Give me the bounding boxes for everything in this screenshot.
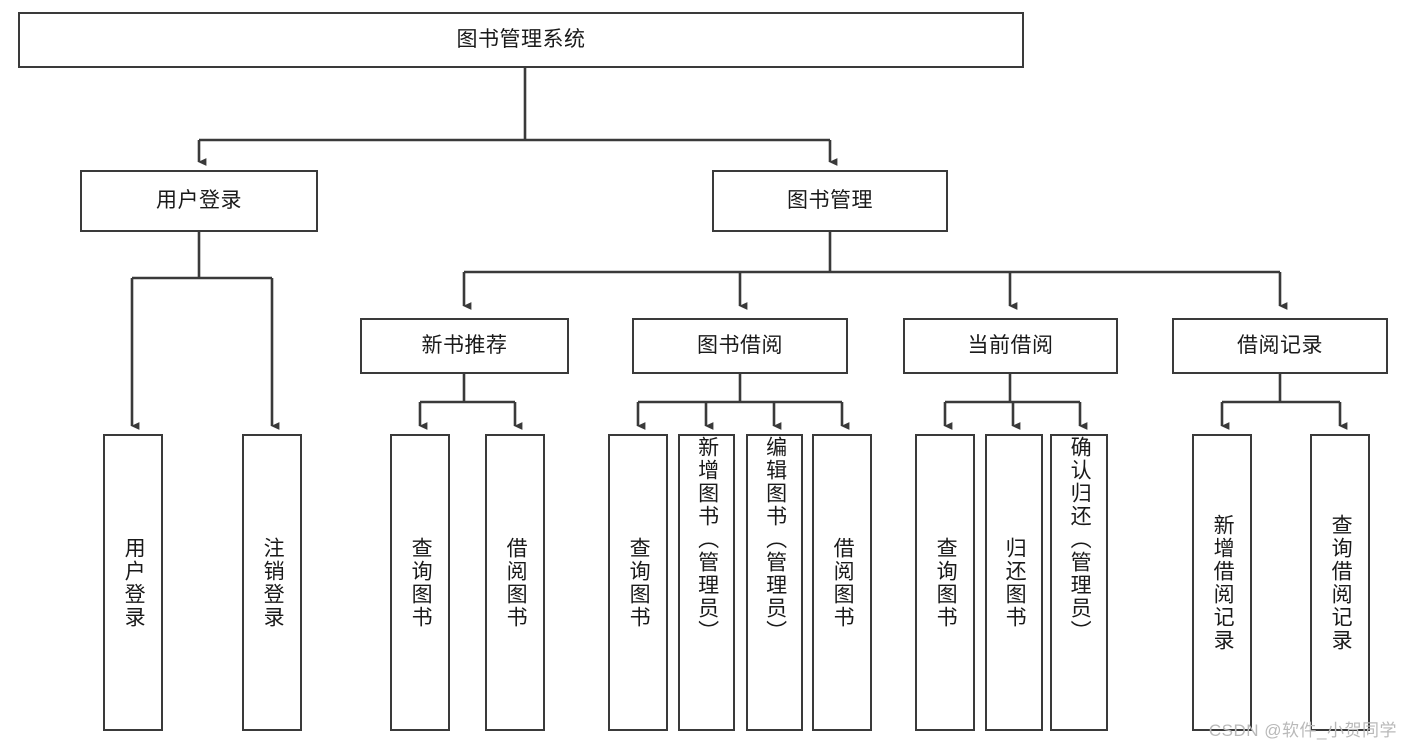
leaf-borrow-book-borrow[interactable]: 借阅图书 <box>812 434 872 731</box>
leaf-add-borrow-record[interactable]: 新增借阅记录 <box>1192 434 1252 731</box>
leaf-query-book-borrow[interactable]: 查询图书 <box>608 434 668 731</box>
leaf-query-book-recommend[interactable]: 查询图书 <box>390 434 450 731</box>
node-new-book-recommend-label: 新书推荐 <box>421 333 508 357</box>
node-new-book-recommend[interactable]: 新书推荐 <box>360 318 569 374</box>
leaf-borrow-book-recommend[interactable]: 借阅图书 <box>485 434 545 731</box>
node-book-borrow[interactable]: 图书借阅 <box>632 318 848 374</box>
leaf-query-book-borrow-label: 查询图书 <box>627 536 651 629</box>
node-current-borrow[interactable]: 当前借阅 <box>903 318 1118 374</box>
node-user-login[interactable]: 用户登录 <box>80 170 318 232</box>
leaf-add-book-admin[interactable]: 新增图书（管理员） <box>678 434 735 731</box>
leaf-confirm-return-admin[interactable]: 确认归还（管理员） <box>1050 434 1108 731</box>
leaf-query-borrow-record[interactable]: 查询借阅记录 <box>1310 434 1370 731</box>
node-borrow-record[interactable]: 借阅记录 <box>1172 318 1388 374</box>
node-borrow-record-label: 借阅记录 <box>1237 333 1323 357</box>
leaf-user-login[interactable]: 用户登录 <box>103 434 163 731</box>
node-root-system-label: 图书管理系统 <box>456 27 586 51</box>
node-book-borrow-label: 图书借阅 <box>697 333 783 357</box>
leaf-query-borrow-record-label: 查询借阅记录 <box>1329 513 1353 652</box>
leaf-query-book-recommend-label: 查询图书 <box>409 536 433 629</box>
leaf-confirm-return-admin-label: 确认归还（管理员） <box>1068 436 1092 643</box>
leaf-edit-book-admin[interactable]: 编辑图书（管理员） <box>746 434 803 731</box>
watermark: CSDN @软件_小贺同学 <box>1208 721 1397 740</box>
node-book-management[interactable]: 图书管理 <box>712 170 948 232</box>
node-user-login-label: 用户登录 <box>156 188 242 212</box>
node-root-system[interactable]: 图书管理系统 <box>18 12 1024 68</box>
leaf-borrow-book-borrow-label: 借阅图书 <box>831 536 855 629</box>
leaf-logout[interactable]: 注销登录 <box>242 434 302 731</box>
leaf-return-book[interactable]: 归还图书 <box>985 434 1043 731</box>
leaf-logout-label: 注销登录 <box>261 536 285 629</box>
leaf-user-login-label: 用户登录 <box>122 536 146 629</box>
node-current-borrow-label: 当前借阅 <box>967 333 1054 357</box>
leaf-edit-book-admin-label: 编辑图书（管理员） <box>763 436 787 643</box>
leaf-add-book-admin-label: 新增图书（管理员） <box>695 436 719 643</box>
leaf-query-book-current[interactable]: 查询图书 <box>915 434 975 731</box>
leaf-query-book-current-label: 查询图书 <box>934 536 958 629</box>
leaf-add-borrow-record-label: 新增借阅记录 <box>1211 513 1235 652</box>
leaf-borrow-book-recommend-label: 借阅图书 <box>504 536 528 629</box>
leaf-return-book-label: 归还图书 <box>1003 536 1027 629</box>
node-book-management-label: 图书管理 <box>787 188 873 212</box>
